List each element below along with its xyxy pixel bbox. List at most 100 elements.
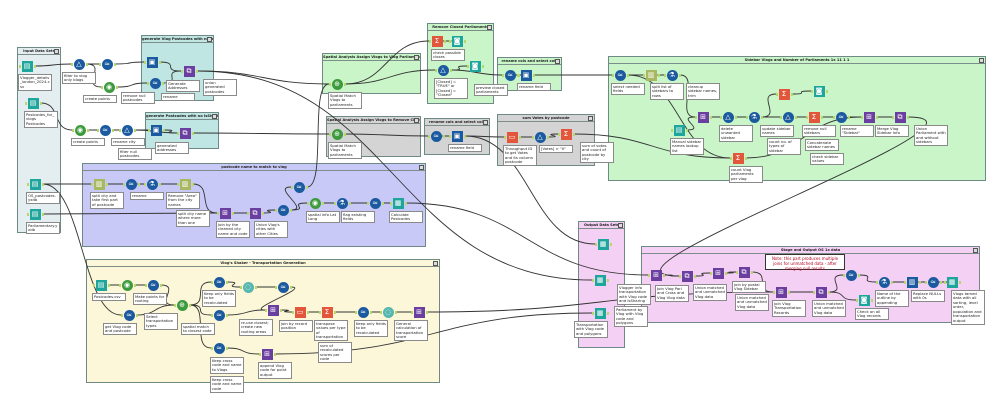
input-anchor[interactable] [100, 85, 103, 89]
output-anchor[interactable] [225, 313, 228, 317]
output-anchor[interactable] [532, 73, 535, 77]
distance-tool-icon[interactable]: ◌ [239, 281, 257, 293]
formula-tool-icon[interactable]: ⚗ [143, 178, 161, 190]
union-tool-icon[interactable]: ⧉ [812, 286, 830, 298]
output-anchor[interactable] [195, 69, 198, 73]
union-tool-icon[interactable]: ⧉ [180, 65, 198, 77]
output-anchor[interactable] [425, 310, 428, 314]
output-anchor[interactable] [750, 270, 753, 274]
select-tool-icon[interactable]: ≈ [274, 204, 292, 216]
output-tool-icon[interactable]: ▦ [943, 276, 961, 288]
formula-tool-icon[interactable]: ⚗ [663, 69, 681, 81]
output-anchor[interactable] [794, 115, 797, 119]
output-anchor[interactable] [254, 285, 257, 289]
input-anchor[interactable] [146, 81, 149, 85]
select-tool-icon[interactable]: ≈ [120, 309, 138, 321]
input-anchor[interactable] [611, 73, 614, 77]
collapse-button[interactable] [973, 248, 978, 253]
input-anchor[interactable] [366, 201, 369, 205]
output-anchor[interactable] [606, 278, 609, 282]
connection-wire[interactable] [114, 61, 145, 65]
output-anchor[interactable] [261, 211, 264, 215]
select-tool-icon[interactable]: ≈ [501, 69, 519, 81]
input-anchor[interactable] [448, 39, 451, 43]
output-anchor[interactable] [86, 128, 89, 132]
union-tool-icon[interactable]: ⧉ [891, 111, 909, 123]
output-anchor[interactable] [305, 185, 308, 189]
input-anchor[interactable] [26, 212, 29, 216]
output-anchor[interactable] [404, 201, 407, 205]
input-tool-icon[interactable]: ▤ [26, 178, 44, 190]
input-tool-icon[interactable]: ▤ [26, 208, 44, 220]
input-anchor[interactable] [810, 89, 813, 93]
input-tool-icon[interactable]: ▤ [18, 60, 36, 72]
output-anchor[interactable] [518, 135, 521, 139]
input-anchor[interactable] [118, 128, 121, 132]
join-tool-icon[interactable]: ⊞ [647, 269, 665, 281]
output-anchor[interactable] [111, 128, 114, 132]
collapse-button[interactable] [555, 59, 560, 64]
input-anchor[interactable] [745, 115, 748, 119]
input-anchor[interactable] [779, 115, 782, 119]
input-anchor[interactable] [210, 280, 213, 284]
output-anchor[interactable] [113, 62, 116, 66]
select-tool-icon[interactable]: ≈ [122, 178, 140, 190]
select-tool-icon[interactable]: ≈ [98, 58, 116, 70]
select-tool-icon[interactable]: ≈ [144, 279, 162, 291]
output-anchor[interactable] [709, 115, 712, 119]
select-tool-icon[interactable]: ≈ [611, 69, 629, 81]
output-anchor[interactable] [918, 280, 921, 284]
filter-tool-icon[interactable]: △ [531, 131, 549, 143]
filter-tool-icon[interactable]: △ [70, 58, 88, 70]
output-anchor[interactable] [825, 89, 828, 93]
output-anchor[interactable] [39, 101, 42, 105]
input-anchor[interactable] [318, 310, 321, 314]
input-anchor[interactable] [120, 313, 123, 317]
output-anchor[interactable] [321, 201, 324, 205]
input-anchor[interactable] [903, 280, 906, 284]
geocode-tool-icon[interactable]: ▣ [147, 124, 165, 136]
output-anchor[interactable] [135, 313, 138, 317]
input-anchor[interactable] [642, 73, 645, 77]
input-anchor[interactable] [812, 290, 815, 294]
browse-tool-icon[interactable]: ◙ [466, 60, 484, 72]
collapse-button[interactable] [419, 165, 424, 170]
input-anchor[interactable] [274, 208, 277, 212]
input-anchor[interactable] [466, 64, 469, 68]
input-anchor[interactable] [855, 298, 858, 302]
input-anchor[interactable] [328, 82, 331, 86]
output-anchor[interactable] [161, 81, 164, 85]
input-anchor[interactable] [647, 273, 650, 277]
output-anchor[interactable] [827, 290, 830, 294]
summarize-tool-icon[interactable]: Σ [557, 128, 575, 140]
output-anchor[interactable] [657, 73, 660, 77]
output-anchor[interactable] [760, 115, 763, 119]
input-anchor[interactable] [448, 134, 451, 138]
summarize-tool-icon[interactable]: Σ [805, 111, 823, 123]
input-anchor[interactable] [210, 346, 213, 350]
input-anchor[interactable] [24, 101, 27, 105]
join-tool-icon[interactable]: ⊞ [410, 306, 428, 318]
input-anchor[interactable] [775, 92, 778, 96]
output-anchor[interactable] [662, 273, 665, 277]
output-anchor[interactable] [381, 201, 384, 205]
collapse-button[interactable] [212, 114, 217, 119]
filter-tool-icon[interactable]: △ [434, 64, 452, 76]
browse-tool-icon[interactable]: ◙ [448, 35, 466, 47]
select-tool-icon[interactable]: ≈ [274, 281, 292, 293]
input-anchor[interactable] [719, 115, 722, 119]
formula-tool-icon[interactable]: ⚗ [333, 197, 351, 209]
input-anchor[interactable] [678, 274, 681, 278]
filter-tool-icon[interactable]: △ [118, 124, 136, 136]
input-anchor[interactable] [709, 271, 712, 275]
input-anchor[interactable] [735, 270, 738, 274]
filter-tool-icon[interactable]: △ [719, 111, 737, 123]
input-anchor[interactable] [210, 313, 213, 317]
input-anchor[interactable] [90, 182, 93, 186]
input-anchor[interactable] [147, 128, 150, 132]
select-tool-icon[interactable]: ≈ [354, 306, 372, 318]
select-tool-icon[interactable]: ≈ [842, 269, 860, 281]
output-anchor[interactable] [107, 283, 110, 287]
input-anchor[interactable] [670, 128, 673, 132]
input-anchor[interactable] [663, 73, 666, 77]
